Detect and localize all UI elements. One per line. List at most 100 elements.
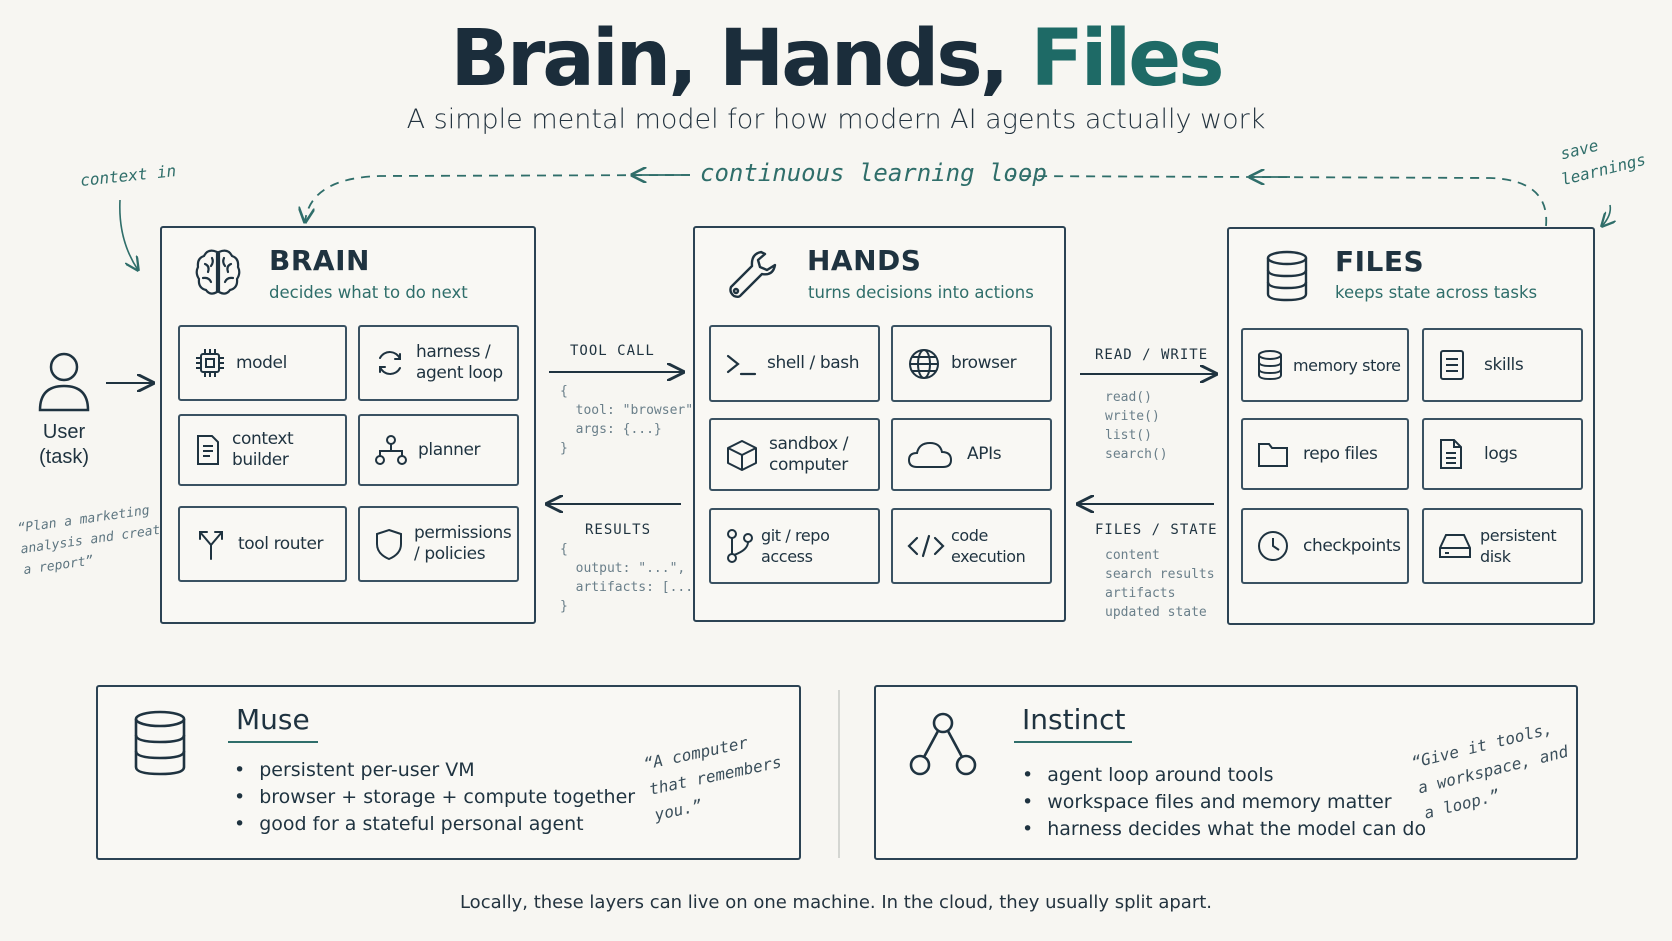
hands-tile-git: git / repo access — [709, 508, 880, 584]
tile-label: APIs — [967, 444, 1002, 464]
muse-bullet: good for a stateful personal agent — [234, 811, 635, 838]
learning-loop-label: continuous learning loop — [700, 159, 1047, 187]
tile-label: planner — [418, 439, 481, 460]
document-icon — [197, 435, 219, 465]
instinct-quote: “Give it tools, a workspace, and a loop.… — [1409, 714, 1577, 827]
user-quote: “Plan a marketing analysis and create a … — [16, 498, 172, 581]
hands-tile-code-exec: code execution — [891, 508, 1052, 584]
tile-label: git / repo access — [761, 526, 830, 566]
list-doc-icon — [1440, 350, 1464, 380]
cube-icon — [727, 439, 757, 471]
fork-arrow-icon — [199, 531, 223, 560]
hands-panel: HANDS turns decisions into actions shell… — [693, 226, 1066, 622]
tile-label: shell / bash — [767, 353, 860, 373]
files-tile-checkpoints: checkpoints — [1241, 508, 1409, 584]
network-icon — [908, 709, 978, 784]
terminal-icon — [726, 354, 757, 375]
database-icon — [1265, 249, 1309, 308]
instinct-bullet: harness decides what the model can do — [1022, 816, 1426, 843]
user-label: User (task) — [28, 420, 100, 470]
learning-loop-right — [1009, 175, 1548, 227]
brain-tile-tool-router: tool router — [178, 506, 347, 582]
instinct-bullet: agent loop around tools — [1022, 762, 1426, 789]
tree-icon — [375, 435, 407, 465]
brain-tile-model: model — [178, 325, 347, 401]
results-label: RESULTS — [585, 522, 652, 538]
footer-note: Locally, these layers can live on one ma… — [459, 892, 1213, 913]
user-label-line1: User — [42, 421, 86, 443]
folder-icon — [1258, 443, 1288, 467]
read-write-label: READ / WRITE — [1095, 347, 1209, 363]
files-state-code: content search results artifacts updated… — [1105, 548, 1215, 620]
files-tile-repo: repo files — [1241, 418, 1409, 490]
muse-bullet: browser + storage + compute together — [234, 784, 635, 811]
files-panel: FILES keeps state across tasks memory st… — [1227, 227, 1595, 625]
chip-icon — [196, 349, 224, 377]
brain-panel: BRAIN decides what to do next model harn… — [160, 226, 536, 624]
brain-tile-planner: planner — [358, 414, 519, 486]
database-icon — [1258, 350, 1282, 381]
tile-label: persistent disk — [1480, 526, 1557, 566]
hands-tile-shell: shell / bash — [709, 325, 880, 402]
clock-icon — [1258, 531, 1288, 561]
results-code: { output: "...", artifacts: [...] } — [560, 542, 701, 614]
brain-tile-harness: harness / agent loop — [358, 325, 519, 401]
muse-database-icon — [132, 709, 188, 782]
brain-subtitle: decides what to do next — [269, 283, 468, 302]
brain-tile-context-builder: context builder — [178, 414, 347, 486]
save-note-line1: save — [1558, 135, 1601, 164]
refresh-icon — [379, 351, 401, 375]
tool-call-label: TOOL CALL — [570, 343, 655, 359]
muse-bullets: persistent per-user VM browser + storage… — [234, 757, 635, 838]
tile-label: browser — [951, 353, 1017, 373]
files-tile-disk: persistent disk — [1422, 508, 1583, 584]
tile-label: memory store — [1293, 355, 1401, 375]
learning-loop-left — [305, 174, 691, 222]
muse-title-underline — [228, 741, 318, 743]
brain-icon — [194, 246, 242, 303]
tool-call-code: { tool: "browser", args: {...} } — [560, 384, 701, 456]
read-write-code: read() write() list() search() — [1105, 390, 1168, 462]
brain-title: BRAIN — [269, 244, 370, 277]
instinct-title-underline — [1014, 741, 1132, 743]
tile-label: checkpoints — [1303, 535, 1401, 556]
muse-bullet: persistent per-user VM — [234, 757, 635, 784]
user-icon — [36, 350, 92, 417]
tile-label: sandbox / computer — [769, 433, 849, 475]
page-title: Brain, Hands, Files — [0, 14, 1672, 104]
files-tile-memory: memory store — [1241, 328, 1409, 402]
hands-tile-sandbox: sandbox / computer — [709, 418, 880, 491]
tile-label: permissions / policies — [414, 523, 512, 564]
tile-label: tool router — [238, 533, 324, 554]
files-tile-logs: logs — [1422, 418, 1583, 490]
user-label-line2: (task) — [39, 446, 89, 468]
title-main: Brain, Hands, — [450, 14, 1031, 104]
tile-label: code execution — [951, 526, 1026, 566]
tile-label: skills — [1484, 354, 1524, 375]
instinct-panel: Instinct agent loop around tools workspa… — [874, 685, 1578, 860]
files-state-label: FILES / STATE — [1095, 522, 1218, 538]
muse-panel: Muse persistent per-user VM browser + st… — [96, 685, 801, 860]
tile-label: repo files — [1303, 443, 1378, 464]
tile-label: model — [236, 352, 287, 373]
hands-tile-apis: APIs — [891, 418, 1052, 491]
files-subtitle: keeps state across tasks — [1335, 283, 1538, 302]
wrench-icon — [725, 246, 781, 307]
hands-tile-browser: browser — [891, 325, 1052, 402]
title-accent: Files — [1030, 14, 1225, 104]
globe-icon — [909, 348, 939, 379]
shield-icon — [376, 528, 402, 561]
brain-tile-permissions: permissions / policies — [358, 506, 519, 582]
code-icon — [907, 534, 945, 558]
instinct-title: Instinct — [1022, 703, 1126, 736]
cloud-icon — [907, 441, 953, 468]
hands-title: HANDS — [807, 244, 922, 277]
page-subtitle: A simple mental model for how modern AI … — [406, 104, 1266, 135]
context-in-note: context in — [79, 161, 178, 190]
tile-label: context builder — [232, 429, 294, 470]
instinct-bullets: agent loop around tools workspace files … — [1022, 762, 1426, 843]
files-tile-skills: skills — [1422, 328, 1583, 402]
muse-title: Muse — [236, 703, 310, 736]
git-branch-icon — [727, 529, 753, 563]
hands-subtitle: turns decisions into actions — [808, 283, 1034, 302]
